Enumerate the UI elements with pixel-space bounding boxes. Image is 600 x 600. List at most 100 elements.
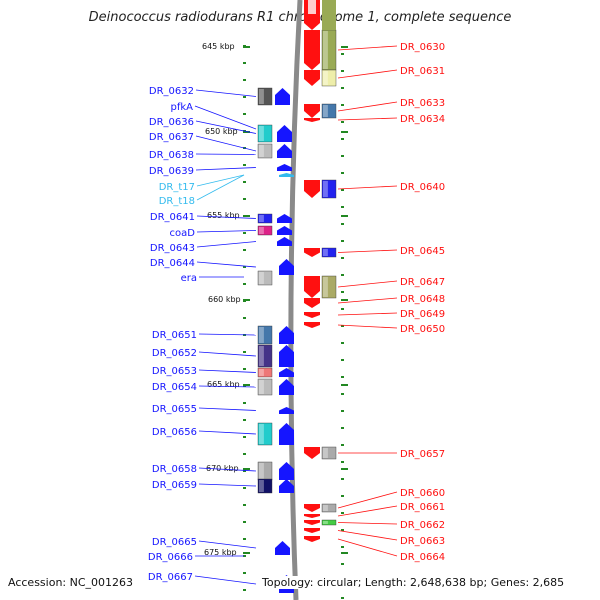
gene-connector: [198, 333, 257, 336]
gene-box-shine: [259, 126, 264, 141]
plus-strand-arrow: [279, 407, 294, 414]
gene-label-dr_0631: DR_0631: [400, 66, 445, 77]
gene-box-shine: [323, 31, 328, 69]
gene-box-shine: [259, 380, 264, 394]
major-tick: [243, 131, 250, 133]
gene-connector: [337, 69, 398, 79]
minus-strand-arrow: [304, 104, 320, 118]
gene-label-dr_0665: DR_0665: [152, 537, 197, 548]
major-tick: [341, 46, 348, 48]
gene-box: [257, 213, 273, 224]
gene-connector: [337, 522, 398, 525]
gene-label-dr_0644: DR_0644: [150, 258, 195, 269]
left-gene-group: DR_0632pfkADR_0636DR_0637DR_0638DR_0639D…: [148, 86, 294, 593]
gene-connector: [196, 215, 257, 219]
minus-strand-arrow: [304, 322, 320, 328]
minor-tick: [243, 504, 246, 506]
minor-tick: [341, 121, 344, 123]
gene-connector: [198, 351, 257, 357]
kbp-label: 655 kbp: [207, 211, 240, 220]
gene-label-dr_0656: DR_0656: [152, 427, 197, 438]
minus-strand-arrow: [304, 447, 320, 459]
gene-connector: [198, 430, 257, 435]
minus-strand-arrow: [304, 504, 320, 512]
plus-strand-arrow: [279, 479, 294, 493]
minor-tick: [341, 444, 344, 446]
gene-label-dr_0636: DR_0636: [149, 117, 194, 128]
minus-strand-arrow: [304, 30, 320, 70]
gene-connector: [337, 505, 398, 517]
minus-strand-arrow: [304, 520, 320, 525]
minor-tick: [243, 317, 246, 319]
gene-label-dr_0661: DR_0661: [400, 502, 445, 513]
plus-strand-arrow: [279, 173, 294, 177]
minor-tick: [341, 172, 344, 174]
gene-label-dr_0659: DR_0659: [152, 480, 197, 491]
minus-strand-arrow: [304, 276, 320, 298]
plus-strand-arrow: [277, 214, 292, 223]
gene-label-dr_0634: DR_0634: [400, 114, 445, 125]
gene-connector: [195, 153, 257, 155]
kbp-label: 650 kbp: [205, 127, 238, 136]
gene-box: [257, 344, 273, 368]
gene-box: [257, 124, 273, 143]
kbp-label: 645 kbp: [202, 42, 235, 51]
gene-connector: [196, 174, 245, 201]
plus-strand-arrow: [279, 345, 294, 367]
gene-box: [321, 503, 337, 513]
chromosome-line: [288, 0, 303, 600]
gene-box: [257, 225, 273, 236]
plus-strand-arrow: [275, 88, 290, 105]
kbp-label: 660 kbp: [208, 295, 241, 304]
gene-box-shine: [323, 521, 328, 524]
minor-tick: [243, 164, 246, 166]
major-tick: [341, 131, 348, 133]
gene-label-dr_0654: DR_0654: [152, 382, 197, 393]
gene-label-dr_0657: DR_0657: [400, 449, 445, 460]
minor-tick: [341, 563, 344, 565]
gene-label-dr_0638: DR_0638: [149, 150, 194, 161]
gene-box: [257, 422, 273, 446]
minor-tick: [243, 555, 246, 557]
gene-box: [257, 478, 273, 494]
gene-connector: [198, 540, 257, 549]
plus-strand-arrow: [277, 237, 292, 246]
minor-tick: [341, 189, 344, 191]
gene-box-shine: [259, 215, 264, 222]
plus-strand-arrow: [277, 164, 292, 171]
minor-tick: [341, 87, 344, 89]
plus-strand-arrow: [279, 462, 294, 480]
minor-tick: [243, 351, 246, 353]
gene-box-shine: [259, 463, 264, 479]
major-tick: [341, 384, 348, 386]
minor-tick: [341, 546, 344, 548]
minor-tick: [341, 325, 344, 327]
minor-tick: [341, 597, 344, 599]
gene-connector: [198, 407, 257, 411]
minor-tick: [243, 538, 246, 540]
gene-label-dr_0641: DR_0641: [150, 212, 195, 223]
gene-box: [257, 367, 273, 378]
plus-strand-arrow: [279, 379, 294, 395]
gene-box-shine: [323, 505, 328, 511]
gene-connector: [337, 280, 398, 288]
gene-connector: [198, 483, 257, 487]
gene-label-dr_0633: DR_0633: [400, 98, 445, 109]
gene-label-dr_0647: DR_0647: [400, 277, 445, 288]
minor-tick: [243, 589, 246, 591]
minor-tick: [341, 342, 344, 344]
gene-box: [257, 378, 273, 396]
gene-box-shine: [259, 89, 264, 104]
major-tick: [341, 468, 348, 470]
minus-strand-arrow: [304, 514, 320, 518]
gene-label-dr_0655: DR_0655: [152, 404, 197, 415]
plus-strand-arrow: [279, 423, 294, 445]
gene-connector: [196, 174, 245, 187]
minor-tick: [243, 249, 246, 251]
gene-label-dr_t17: DR_t17: [159, 182, 195, 193]
minor-tick: [243, 181, 246, 183]
gene-connector: [337, 538, 398, 557]
gene-connector: [337, 491, 398, 509]
gene-label-dr_0630: DR_0630: [400, 42, 445, 53]
right-gene-group: DR_0630DR_0631DR_0633DR_0634DR_0640DR_06…: [304, 0, 445, 563]
